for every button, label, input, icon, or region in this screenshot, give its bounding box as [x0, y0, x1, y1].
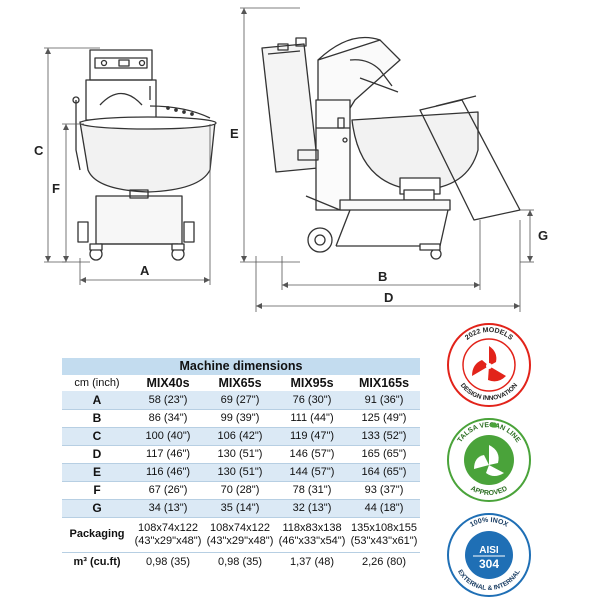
packaging-label: Packaging	[69, 528, 125, 540]
dimension-cell: 93 (37")	[348, 481, 420, 500]
dimension-cell: 35 (14")	[204, 499, 276, 518]
svg-text:AISI: AISI	[479, 545, 499, 556]
volume-cell: 0,98 (35)	[132, 551, 204, 571]
dimension-cell: 91 (36")	[348, 391, 420, 410]
dimension-cell: 34 (13")	[132, 499, 204, 518]
row-label: D	[62, 445, 132, 464]
model-header: MIX40s	[146, 376, 190, 390]
dimension-cell: 58 (23")	[132, 391, 204, 410]
dimension-cell: 99 (39")	[204, 409, 276, 428]
dimension-cell: 70 (28")	[204, 481, 276, 500]
dimension-cell: 146 (57")	[276, 445, 348, 464]
volume-cell: 2,26 (80)	[348, 551, 420, 571]
vegan-leaf-icon	[474, 445, 504, 476]
front-dimensions	[44, 47, 211, 285]
inox-badge: 100% INOX EXTERNAL & INTERNAL AISI 304	[446, 512, 532, 598]
design-innovation-icon	[472, 346, 506, 382]
dimension-cell: 111 (44")	[276, 409, 348, 428]
dimensions-grid: cm (inch) MIX40s MIX65s MIX95s MIX165s A…	[62, 375, 420, 571]
dim-label-b: B	[378, 269, 387, 284]
row-label: F	[62, 481, 132, 500]
row-label: B	[62, 409, 132, 428]
volume-cell: 0,98 (35)	[204, 551, 276, 571]
design-innovation-badge: 2022 MODELS DESIGN INNOVATION	[446, 322, 532, 408]
dimension-cell: 165 (65")	[348, 445, 420, 464]
dimension-cell: 130 (51")	[204, 445, 276, 464]
vegan-line-badge: TALSA VEGAN LINE APPROVED	[446, 417, 532, 503]
table-title: Machine dimensions	[62, 358, 420, 375]
row-label: E	[62, 463, 132, 482]
dimension-cell: 116 (46")	[132, 463, 204, 482]
front-view	[72, 49, 217, 261]
dimension-cell: 32 (13")	[276, 499, 348, 518]
side-dimensions	[240, 7, 534, 312]
dimension-cell: 78 (31")	[276, 481, 348, 500]
packaging-cell: 135x108x155(53"x43"x61")	[350, 521, 418, 547]
packaging-cell: 108x74x122(43"x29"x48")	[206, 521, 274, 547]
dimension-cell: 125 (49")	[348, 409, 420, 428]
dimension-cell: 106 (42")	[204, 427, 276, 446]
dimension-cell: 67 (26")	[132, 481, 204, 500]
dimension-cell: 133 (52")	[348, 427, 420, 446]
dim-label-f: F	[52, 181, 60, 196]
inox-icon	[465, 531, 513, 579]
dimension-cell: 164 (65")	[348, 463, 420, 482]
dimension-cell: 69 (27")	[204, 391, 276, 410]
side-view	[261, 36, 521, 260]
row-label: G	[62, 499, 132, 518]
dimension-cell: 76 (30")	[276, 391, 348, 410]
dimension-cell: 119 (47")	[276, 427, 348, 446]
dim-label-e: E	[230, 126, 239, 141]
dimension-cell: 144 (57")	[276, 463, 348, 482]
dim-label-a: A	[140, 263, 150, 278]
dim-label-g: G	[538, 228, 548, 243]
table-header-row: cm (inch) MIX40s MIX65s MIX95s MIX165s	[62, 375, 420, 391]
dim-label-d: D	[384, 290, 393, 305]
volume-label: m³ (cu.ft)	[62, 551, 132, 571]
svg-text:304: 304	[479, 557, 499, 571]
svg-text:APPROVED: APPROVED	[469, 485, 508, 497]
packaging-row: Packaging 108x74x122(43"x29"x48") 108x74…	[62, 517, 420, 552]
dimension-cell: 130 (51")	[204, 463, 276, 482]
model-header: MIX165s	[358, 376, 410, 390]
machine-technical-drawing: C F A E B D G	[34, 7, 548, 312]
dimension-cell: 86 (34")	[132, 409, 204, 428]
dim-label-c: C	[34, 143, 44, 158]
model-header: MIX95s	[290, 376, 334, 390]
dimension-cell: 117 (46")	[132, 445, 204, 464]
row-label: A	[62, 391, 132, 410]
packaging-cell: 108x74x122(43"x29"x48")	[134, 521, 202, 547]
row-label: C	[62, 427, 132, 446]
unit-header: cm (inch)	[74, 377, 120, 389]
packaging-cell: 118x83x138(46"x33"x54")	[278, 521, 346, 547]
dimension-arrows	[45, 8, 533, 309]
model-header: MIX65s	[218, 376, 262, 390]
volume-row: m³ (cu.ft) 0,98 (35) 0,98 (35) 1,37 (48)…	[62, 551, 420, 571]
dimension-cell: 100 (40")	[132, 427, 204, 446]
volume-cell: 1,37 (48)	[276, 551, 348, 571]
dimension-cell: 44 (18")	[348, 499, 420, 518]
machine-dimensions-table: Machine dimensions cm (inch) MIX40s MIX6…	[62, 358, 420, 571]
